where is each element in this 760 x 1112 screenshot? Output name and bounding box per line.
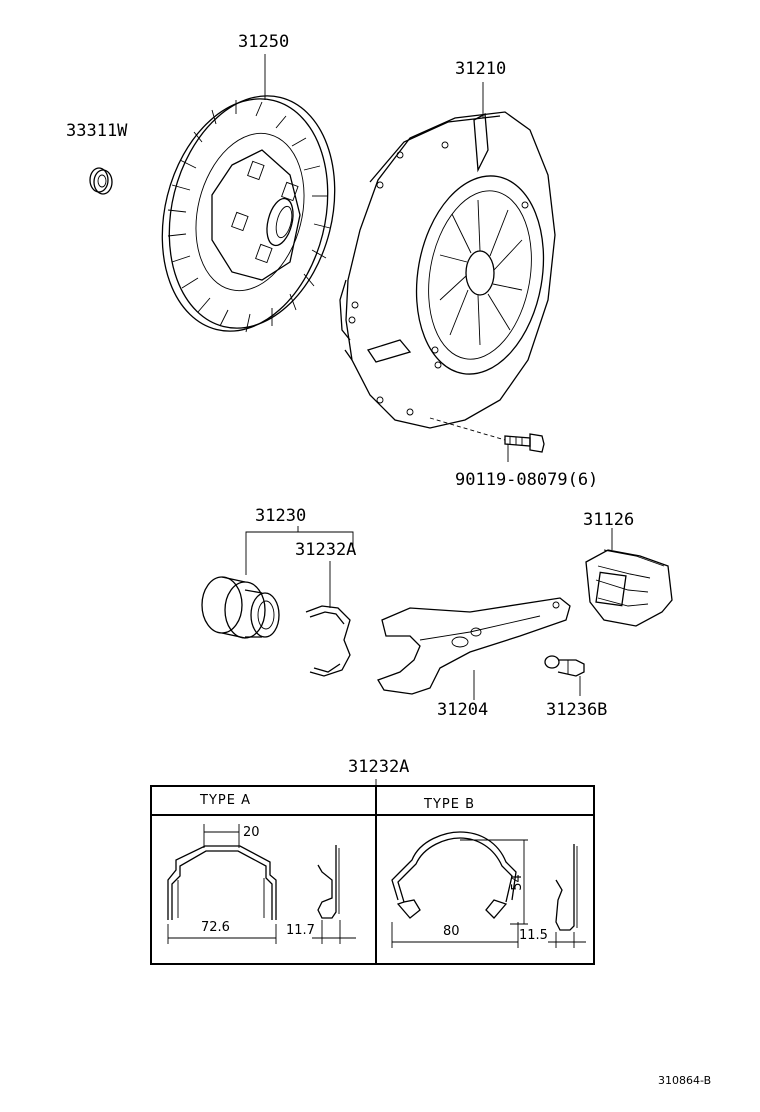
part-label-31204: 31204 (437, 700, 489, 720)
part-label-33311w: 33311W (66, 121, 128, 141)
type-b-heading: TYPE B (424, 797, 475, 812)
part-label-31230: 31230 (255, 506, 307, 526)
part-label-31250: 31250 (238, 32, 290, 52)
part-label-31236b: 31236B (546, 700, 608, 720)
boot-drawing (585, 528, 673, 627)
part-label-bolt: 90119-08079(6) (455, 470, 599, 490)
release-bearing-drawing (201, 576, 280, 639)
clip-drawing (305, 605, 351, 677)
table-title: 31232A (348, 757, 410, 777)
bolt-drawing (504, 433, 545, 453)
clutch-cover-drawing (339, 111, 556, 441)
pilot-bearing-drawing (89, 167, 113, 195)
leader-31230 (245, 531, 354, 575)
part-label-31210: 31210 (455, 59, 507, 79)
type-a-dim-side: 11.7 (286, 923, 315, 938)
type-a-dim-top: 20 (243, 825, 260, 840)
release-fork-drawing (377, 597, 571, 700)
type-a-heading: TYPE A (200, 793, 251, 808)
clutch-disc-drawing (161, 95, 336, 333)
type-b-dim-height: 54 (509, 874, 525, 891)
part-label-31126: 31126 (583, 510, 635, 530)
type-b-dim-side: 11.5 (519, 928, 548, 943)
clip-spec-table (150, 779, 595, 965)
type-a-dim-width: 72.6 (201, 920, 230, 935)
type-b-dim-width: 80 (443, 924, 460, 939)
part-label-31232a: 31232A (295, 540, 357, 560)
figure-code: 310864-B (658, 1074, 712, 1087)
pivot-drawing (544, 655, 585, 696)
